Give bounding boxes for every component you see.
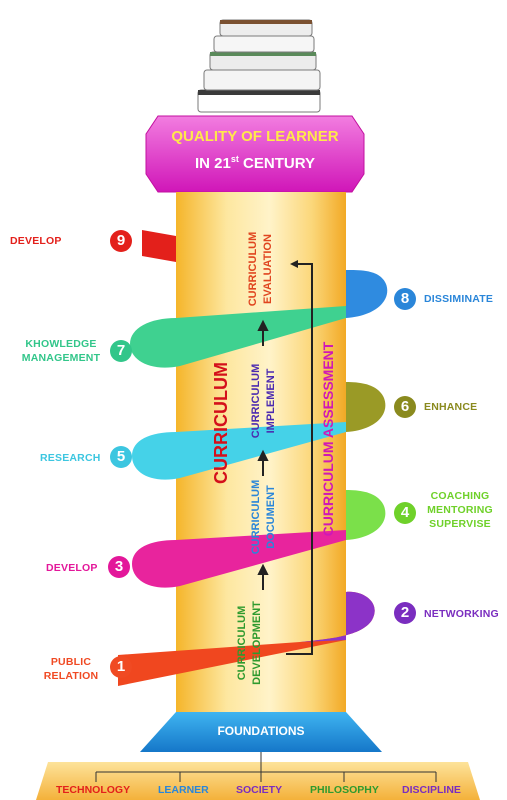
step-2-number: 2 [394, 602, 416, 624]
step-3-number: 3 [108, 556, 130, 578]
foundation-learner: LEARNER [158, 784, 209, 796]
step-3-label: DEVELOP [46, 562, 98, 574]
step-4-label-line3: SUPERVISE [429, 518, 491, 530]
title-line-1: QUALITY OF LEARNER [171, 128, 339, 145]
step-7-number: 7 [110, 340, 132, 362]
foundation-philosophy: PHILOSOPHY [310, 784, 379, 796]
books-icon [197, 19, 321, 113]
stage-document-line2: DOCUMENT [265, 485, 277, 549]
stage-evaluation-line2: EVALUATION [262, 234, 274, 304]
step-8-label: DISSIMINATE [424, 293, 494, 305]
step-6-label: ENHANCE [424, 401, 478, 413]
stage-development-line1: CURRICULUM [236, 605, 248, 681]
stage-development-line2: DEVELOPMENT [251, 601, 263, 685]
foundation-discipline: DISCIPLINE [402, 784, 461, 796]
stage-document-line1: CURRICULUM [250, 479, 262, 555]
step-6-number: 6 [394, 396, 416, 418]
step-4-label: COACHING MENTORING SUPERVISE [420, 489, 500, 531]
step-5-number: 5 [110, 446, 132, 468]
step-1-label: PUBLIC RELATION [38, 655, 104, 683]
foundation-society: SOCIETY [236, 784, 283, 796]
step-9-number: 9 [110, 230, 132, 252]
stage-implement-line1: CURRICULUM [250, 363, 262, 439]
title-line-2: IN 21st CENTURY [146, 154, 364, 172]
step-2-label: NETWORKING [424, 608, 499, 620]
step-4-label-line1: COACHING [430, 490, 490, 502]
step-7-label-line1: KHOWLEDGE [25, 338, 97, 350]
step-4-number: 4 [394, 502, 416, 524]
curriculum-main-label: CURRICULUM [211, 362, 231, 484]
step-1-label-line2: RELATION [43, 670, 99, 682]
title-suffix: CENTURY [238, 155, 315, 172]
step-1-number: 1 [110, 656, 132, 678]
stage-implement-line2: IMPLEMENT [265, 368, 277, 434]
step-7-label-line2: MANAGEMENT [21, 352, 101, 364]
step-5-label: RESEARCH [40, 452, 101, 464]
curriculum-assessment-label: CURRICULUM ASSESSMENT [320, 341, 336, 537]
title-sup: st [230, 154, 239, 164]
step-7-label: KHOWLEDGE MANAGEMENT [20, 337, 102, 365]
step-8-number: 8 [394, 288, 416, 310]
step-1-label-line1: PUBLIC [50, 656, 92, 668]
step-9-label: DEVELOP [10, 235, 62, 247]
foundations-label: FOUNDATIONS [217, 724, 305, 738]
stage-evaluation-line1: CURRICULUM [247, 231, 259, 307]
foundation-technology: TECHNOLOGY [56, 784, 131, 796]
title-prefix: IN 21 [195, 155, 231, 172]
step-4-label-line2: MENTORING [427, 504, 493, 516]
